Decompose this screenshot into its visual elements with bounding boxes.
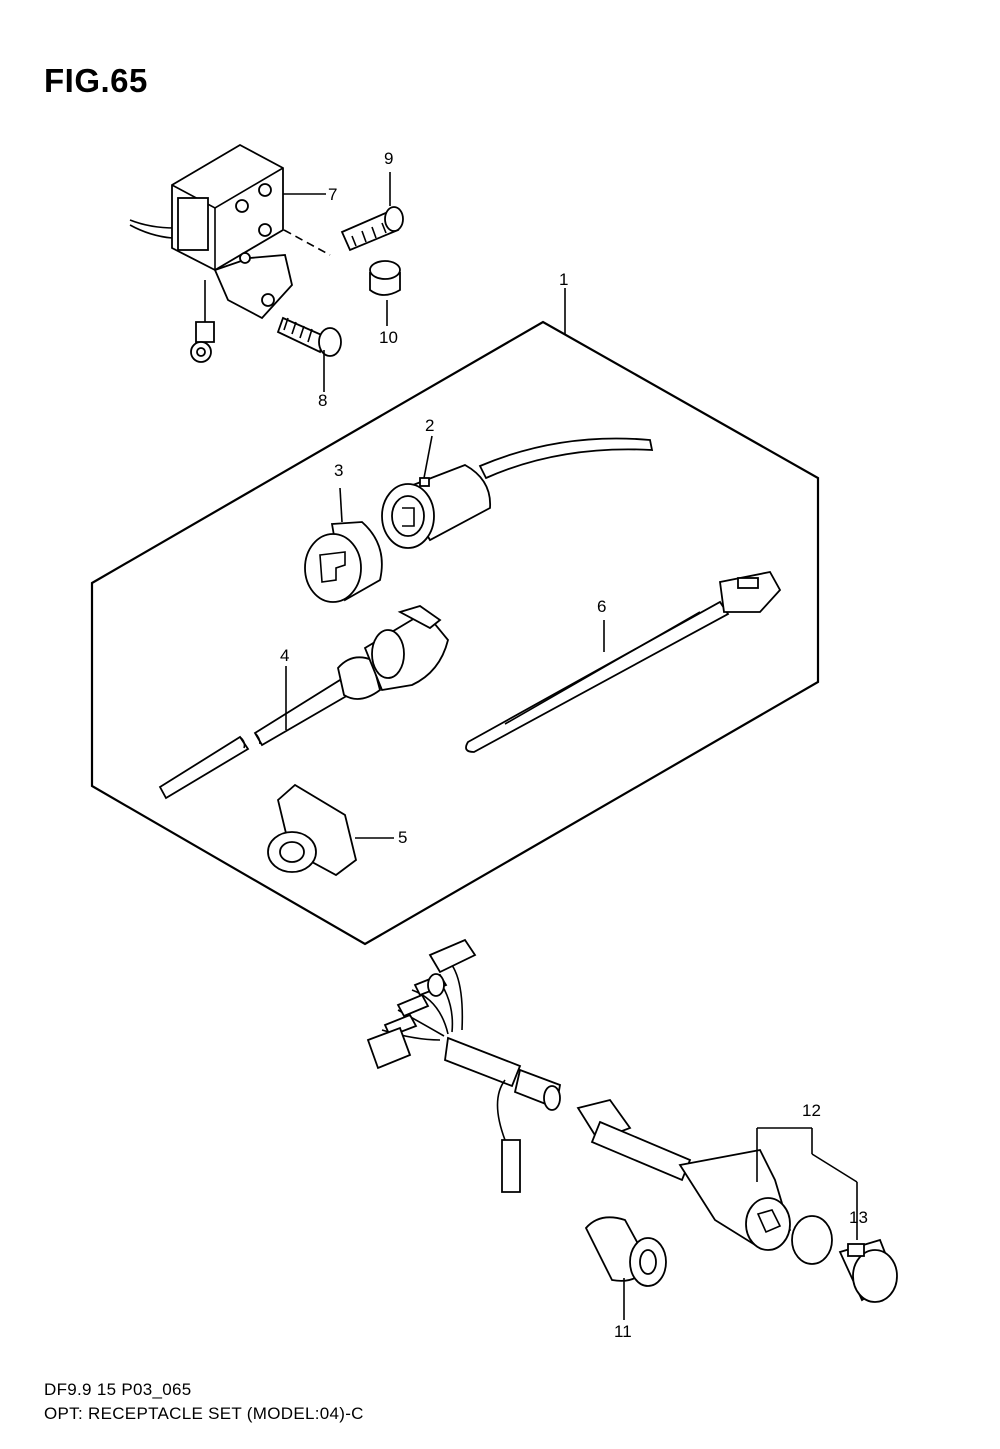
- callout-8: 8: [318, 391, 327, 410]
- part-8-screw: [276, 316, 342, 357]
- callout-13: 13: [849, 1208, 868, 1227]
- part-2-receptacle: [381, 437, 654, 549]
- caption-line-2: OPT: RECEPTACLE SET (MODEL:04)-C: [44, 1404, 364, 1423]
- leader-lines: [283, 172, 858, 1320]
- figure-title: FIG.65: [44, 62, 148, 99]
- callout-3: 3: [334, 461, 343, 480]
- part-1-set-outline: [90, 320, 820, 946]
- wiring-harness: [366, 938, 792, 1251]
- part-3-cap: [304, 521, 383, 603]
- part-5-grommet: [267, 783, 358, 877]
- callout-5: 5: [398, 828, 407, 847]
- caption-line-1: DF9.9 15 P03_065: [44, 1380, 192, 1399]
- part-4-cable-connector: [158, 605, 449, 800]
- callout-11: 11: [614, 1322, 632, 1341]
- callout-6: 6: [597, 597, 606, 616]
- callout-4: 4: [280, 646, 289, 665]
- part-11-grommet: [584, 1216, 667, 1287]
- part-6-cable-tie: [465, 570, 782, 753]
- part-7-switch-bracket: [129, 143, 331, 363]
- callout-10: 10: [379, 328, 398, 347]
- part-10-spacer: [369, 260, 401, 296]
- callout-2: 2: [425, 416, 434, 435]
- callout-1: 1: [559, 270, 568, 289]
- callout-9: 9: [384, 149, 393, 168]
- callout-7: 7: [328, 185, 337, 204]
- callout-12: 12: [802, 1101, 821, 1120]
- part-9-screw: [340, 206, 404, 252]
- part-13-cap: [791, 1215, 898, 1303]
